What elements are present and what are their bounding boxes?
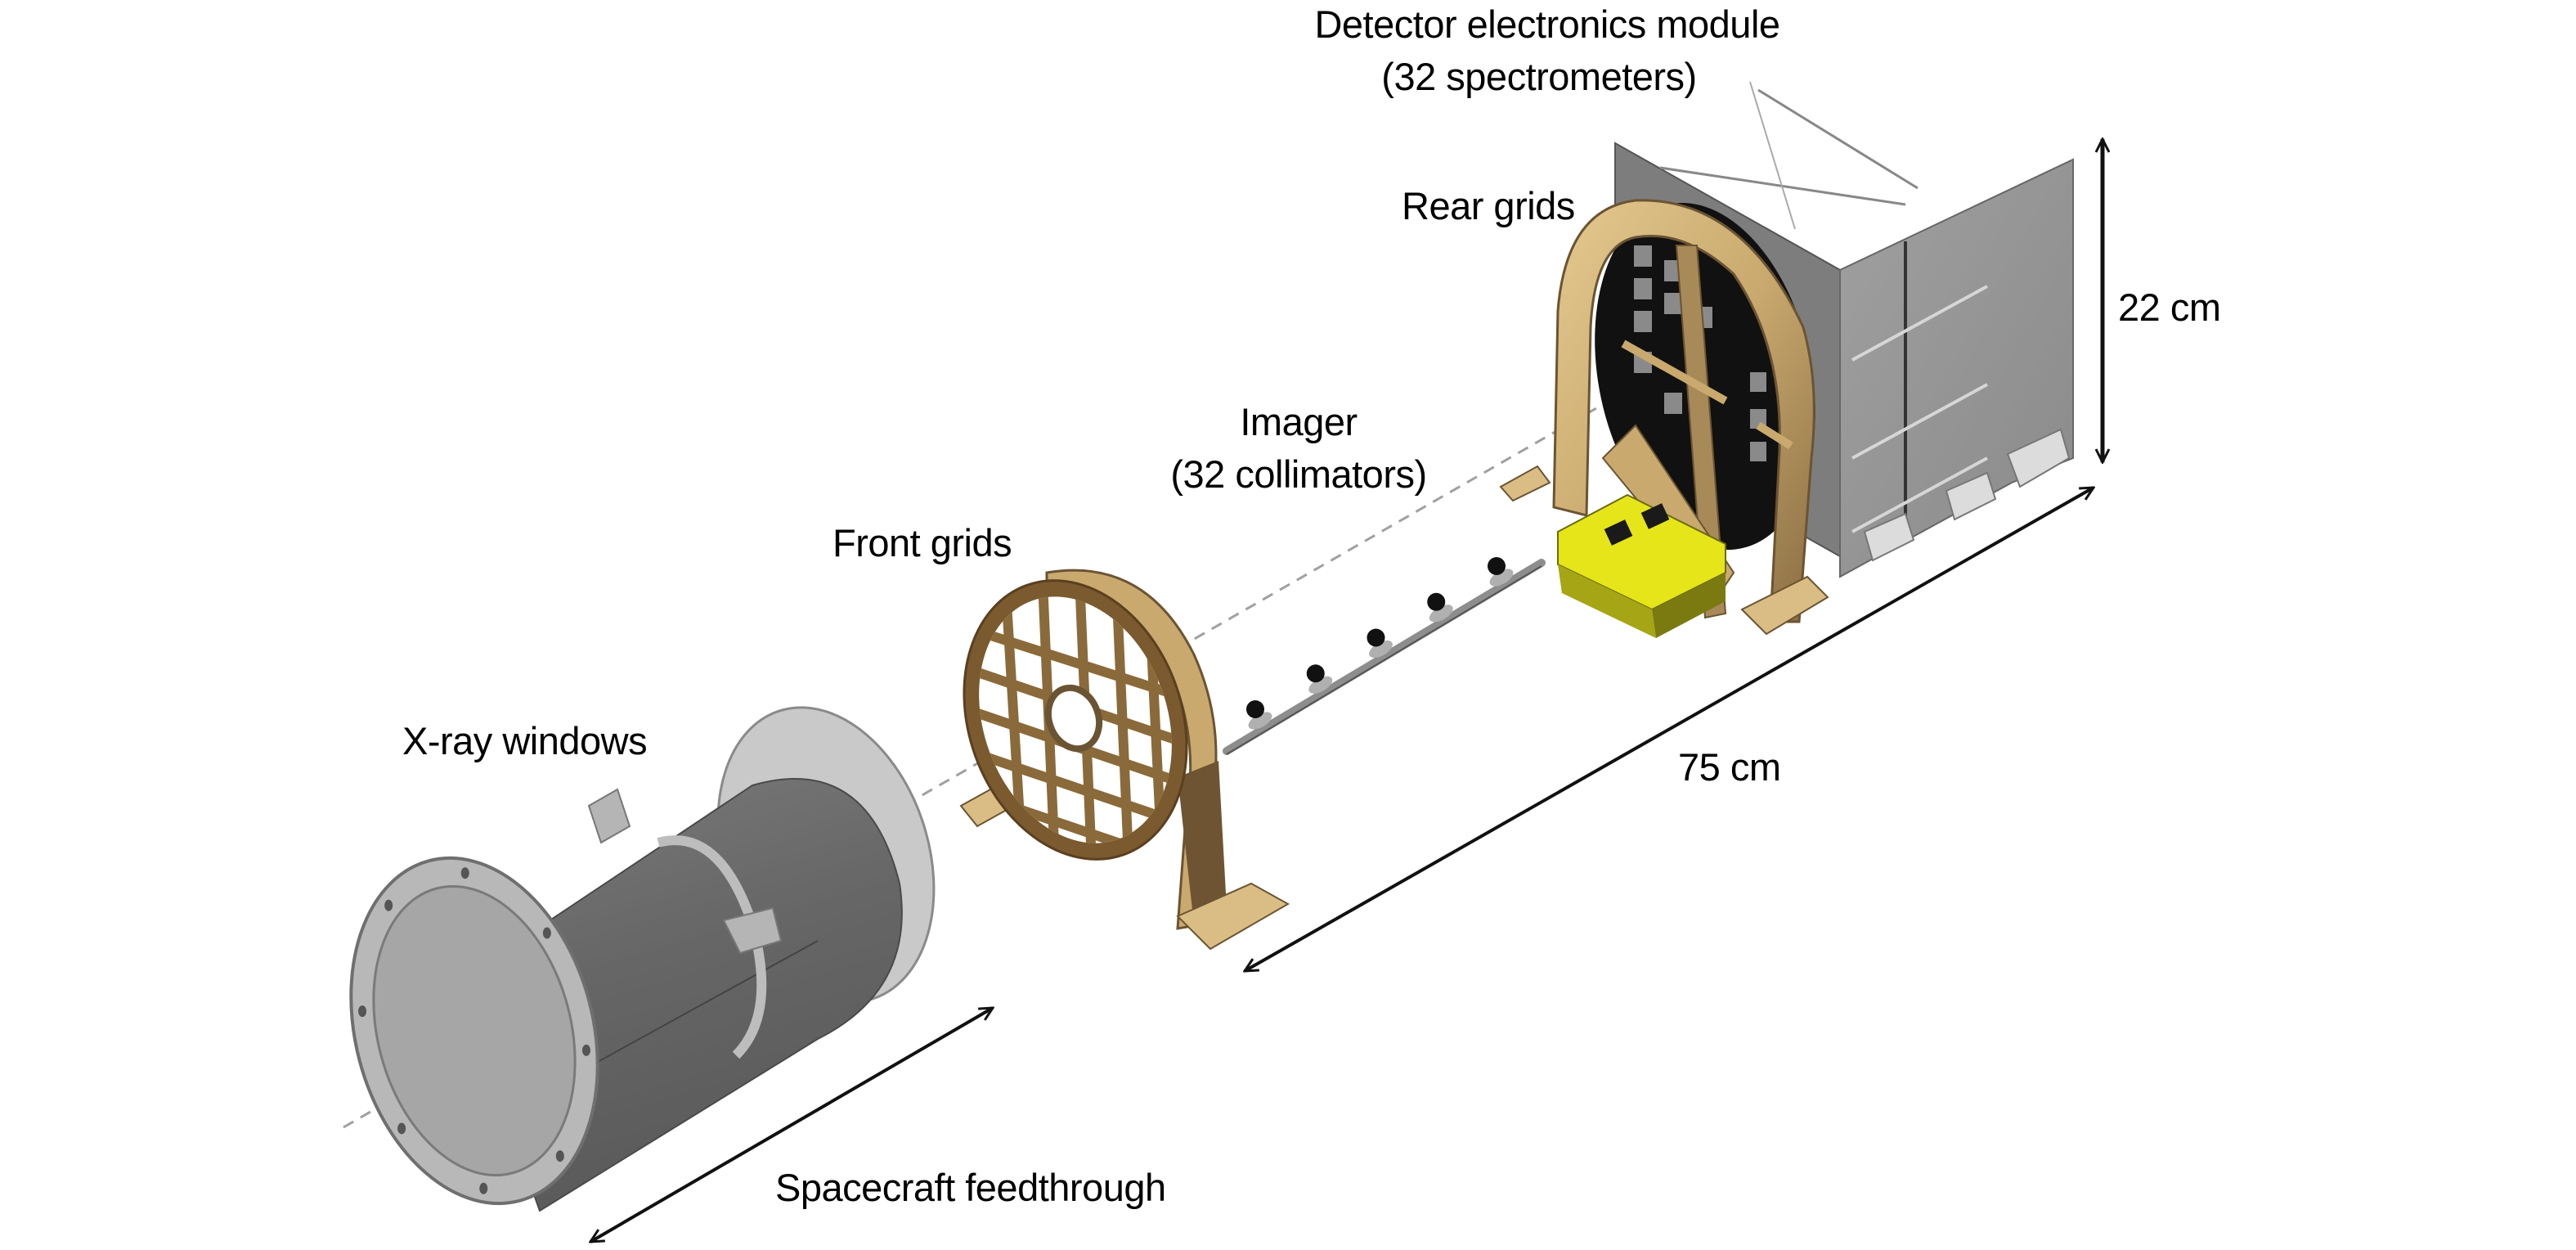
front-grid-hub — [1044, 684, 1103, 753]
bolt-hole — [384, 899, 393, 911]
imager-rod — [1223, 557, 1546, 755]
electronics-box-foot — [2006, 428, 2071, 488]
bolt-hole — [581, 1044, 590, 1056]
rear-grids-label: Rear grids — [1402, 184, 1575, 227]
xray-window — [372, 884, 577, 1177]
length-dimension-arrow — [1245, 486, 2094, 973]
collimator-rod — [1223, 559, 1546, 755]
rod-clamp — [1306, 664, 1325, 683]
mounting-tab — [587, 788, 631, 844]
panel-seam — [1851, 285, 1988, 362]
imager-label: Imager — [1240, 400, 1358, 443]
rear-grid-foot — [1499, 465, 1551, 502]
rod-clamp — [1367, 628, 1385, 647]
length-dimension-label: 75 cm — [1678, 745, 1781, 789]
bolt-hole — [397, 1122, 406, 1135]
bolt-hole — [358, 1005, 367, 1018]
rod-clamp — [1427, 592, 1446, 611]
bolt-hole — [542, 927, 551, 939]
rod-clamp — [1246, 700, 1264, 718]
bolt-hole — [479, 1182, 488, 1194]
sketch-line — [1749, 81, 1796, 230]
imager-sublabel: (32 collimators) — [1170, 452, 1427, 496]
feedthrough-dimension-arrow — [590, 1006, 993, 1243]
xray-windows-label: X-ray windows — [402, 719, 648, 762]
height-dimension-label: 22 cm — [2118, 286, 2221, 329]
rod-clamp — [1488, 557, 1506, 575]
front-grid-pedestal — [1178, 761, 1227, 924]
detector-module-label: Detector electronics module — [1314, 2, 1780, 46]
rear-grid-crossbar — [1621, 339, 1728, 405]
front-grids — [959, 569, 1290, 951]
detector-cells — [1634, 245, 1766, 461]
mounting-tab — [722, 906, 783, 955]
panel-seam — [1851, 383, 1988, 460]
front-grids-label: Front grids — [832, 521, 1012, 564]
rear-grid-crossbar — [1756, 421, 1793, 450]
spacecraft-feedthrough — [349, 706, 936, 1212]
bolt-hole — [555, 1150, 564, 1162]
detector-module-sublabel: (32 spectrometers) — [1381, 55, 1697, 98]
sketch-line — [1757, 88, 1919, 190]
spacecraft-feedthrough-label: Spacecraft feedthrough — [775, 1166, 1166, 1209]
bolt-hole — [460, 867, 469, 879]
